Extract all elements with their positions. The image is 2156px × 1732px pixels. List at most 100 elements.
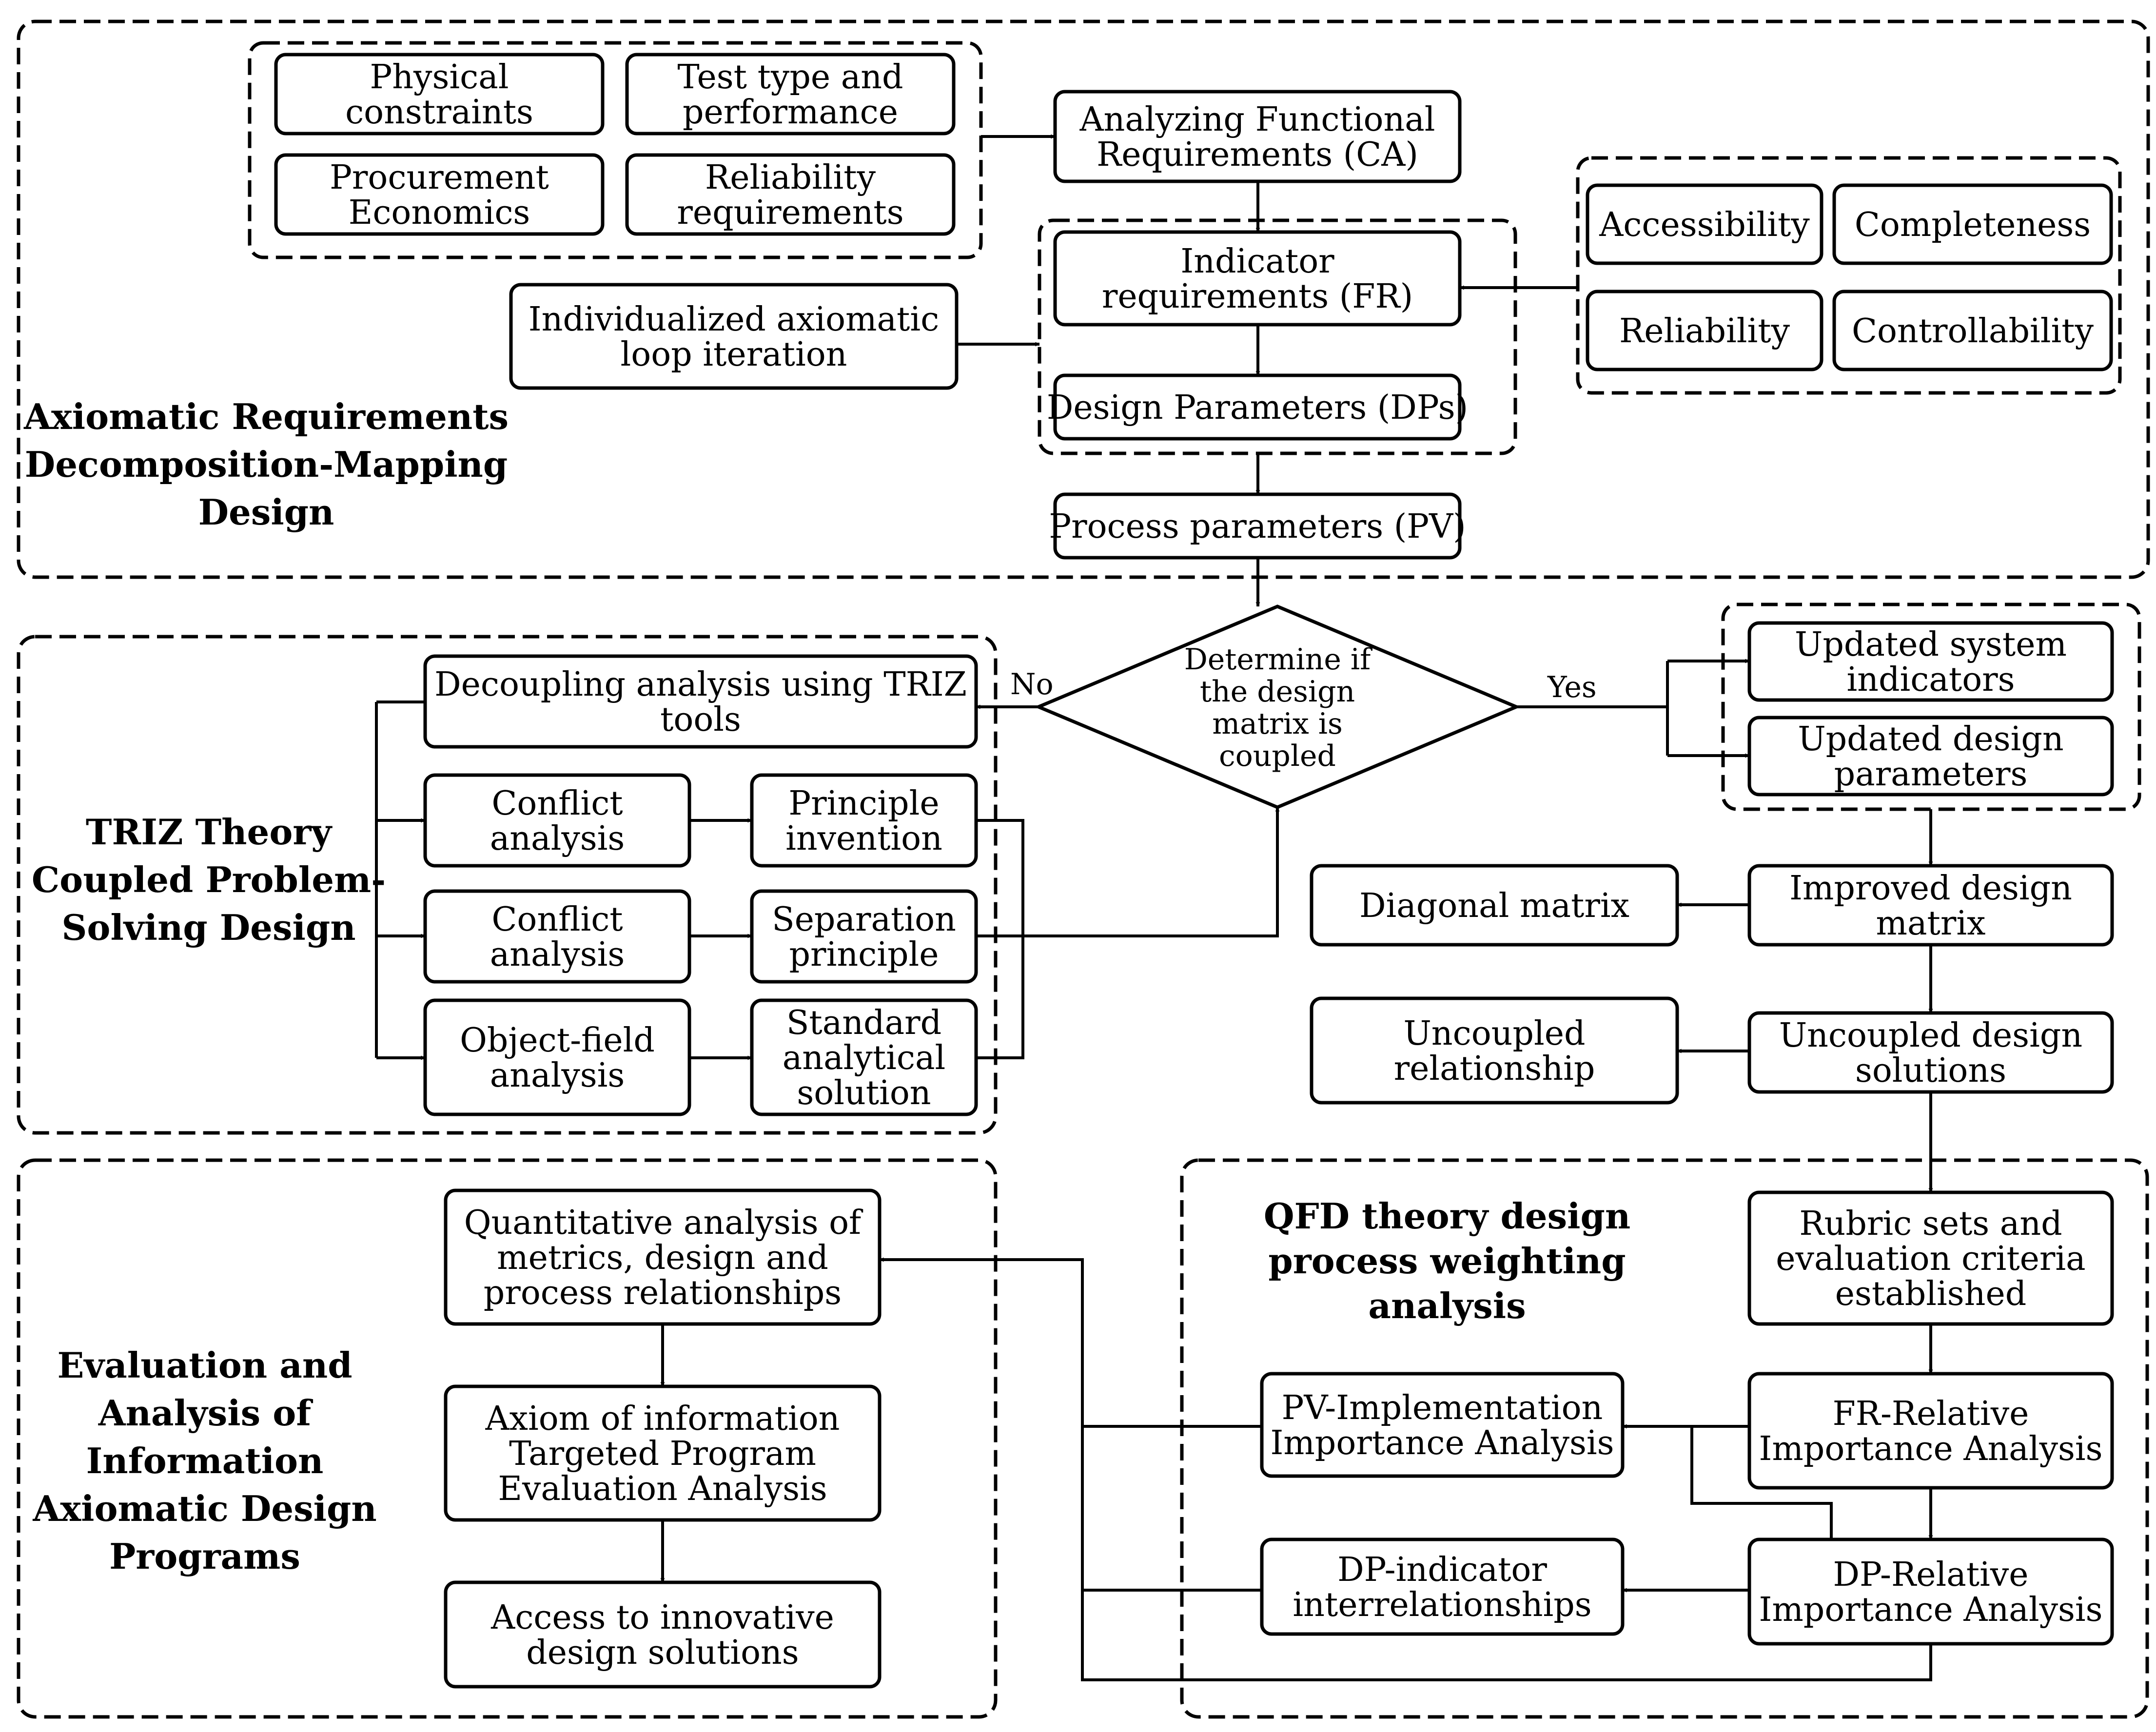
yes-label: Yes — [1547, 670, 1597, 704]
pv-implementation-label: PV-Implementation — [1282, 1389, 1603, 1427]
individualized-label: loop iteration — [621, 335, 847, 374]
physical-label: Physical — [370, 58, 509, 97]
controllability-label: Controllability — [1852, 312, 2094, 350]
axiomatic-section-title: Decomposition-Mapping — [25, 444, 508, 485]
updated-group-frame — [1721, 603, 2141, 811]
improved-matrix-label: matrix — [1876, 904, 1986, 943]
qfd-section-title: analysis — [1368, 1285, 1526, 1326]
access-label: design solutions — [526, 1634, 799, 1672]
decoupling-label: Decoupling analysis using TRIZ — [434, 665, 967, 704]
connector-lines — [375, 134, 1933, 1681]
triz-section-frame — [17, 635, 998, 1135]
indicator-label: Indicator — [1180, 242, 1334, 281]
fr-relative-label: FR-Relative — [1833, 1395, 2029, 1433]
reliability-req-rect — [625, 153, 956, 236]
dp-indicator-rect — [1260, 1537, 1625, 1636]
controllability-box: Controllability — [1832, 290, 2113, 371]
improved-matrix-label: Improved design — [1789, 869, 2072, 908]
conflict1-label: analysis — [490, 819, 625, 858]
section-titles: Axiomatic RequirementsDecomposition-Mapp… — [23, 396, 1630, 1577]
separation-label: Separation — [772, 900, 956, 939]
updated-indicators-label: indicators — [1846, 661, 2015, 699]
updated-params-label: parameters — [1834, 755, 2028, 794]
updated-params-rect — [1747, 716, 2114, 797]
physical-rect — [274, 53, 605, 136]
design-params-rect — [1053, 373, 1462, 441]
dp-relative-rect — [1747, 1537, 2114, 1646]
conflict1-rect — [423, 773, 691, 868]
connector-16 — [976, 819, 1024, 1059]
standard-label: Standard — [786, 1004, 941, 1042]
axiomatic-section-title: Design — [198, 491, 334, 533]
standard-rect — [750, 998, 978, 1116]
connector-17 — [976, 807, 1280, 937]
evaluation-section-title: Information — [86, 1440, 324, 1481]
no-label: No — [1010, 667, 1054, 701]
reliability-box: Reliability — [1586, 290, 1823, 371]
axiom-info-rect — [444, 1384, 882, 1522]
triz-section-title: Solving Design — [61, 907, 355, 948]
object-field-label: Object-field — [460, 1021, 655, 1060]
fr-dp-group-frame — [1038, 218, 1517, 455]
quantitative-label: Quantitative analysis of — [464, 1204, 863, 1242]
diagonal-rect — [1310, 864, 1679, 947]
uncoupled-rel-label: relationship — [1394, 1050, 1595, 1088]
dp-indicator-label: DP-indicator — [1337, 1551, 1547, 1589]
updated-indicators-label: Updated system — [1795, 625, 2067, 664]
decoupling-label: tools — [660, 701, 741, 739]
dp-relative-label: Importance Analysis — [1759, 1591, 2102, 1629]
updated-indicators-rect — [1747, 621, 2114, 702]
procurement-label: Procurement — [330, 158, 549, 197]
test-type-label: performance — [683, 93, 898, 132]
evaluation-section-frame — [17, 1158, 998, 1719]
test-type-label: Test type and — [677, 58, 903, 97]
evaluation-section-title: Programs — [109, 1536, 300, 1577]
decision-label: matrix is — [1212, 707, 1343, 741]
axiom-info-label: Axiom of information — [485, 1400, 840, 1438]
separation-rect — [750, 889, 978, 984]
pv-implementation-rect — [1260, 1372, 1625, 1478]
reliability-req-label: Reliability — [705, 158, 876, 197]
design-params-label: Design Parameters (DPs) — [1047, 389, 1468, 427]
decision-label: Determine if — [1184, 642, 1372, 677]
individualized-label: Individualized axiomatic — [529, 300, 939, 339]
procurement-label: Economics — [349, 194, 530, 232]
design-params-box: Design Parameters (DPs) — [1047, 373, 1468, 441]
qfd-section-frame — [1180, 1158, 2149, 1719]
analyzing-label: Analyzing Functional — [1079, 100, 1435, 139]
indicator-rect — [1053, 230, 1462, 327]
inputs-group-frame — [248, 41, 983, 259]
evaluation-section-title: Analysis of — [98, 1392, 314, 1434]
standard-label: solution — [797, 1074, 931, 1112]
test-type-rect — [625, 53, 956, 136]
controllability-rect — [1832, 290, 2113, 371]
axiomatic-section-title: Axiomatic Requirements — [23, 396, 509, 437]
procurement-rect — [274, 153, 605, 236]
rubric-rect — [1747, 1190, 2114, 1326]
pv-implementation-label: Importance Analysis — [1270, 1424, 1614, 1462]
qfd-section-title: QFD theory design — [1264, 1195, 1630, 1237]
uncoupled-rel-label: Uncoupled — [1404, 1014, 1586, 1053]
qfd-section-title: process weighting — [1268, 1240, 1626, 1282]
uncoupled-solutions-rect — [1747, 1011, 2114, 1094]
